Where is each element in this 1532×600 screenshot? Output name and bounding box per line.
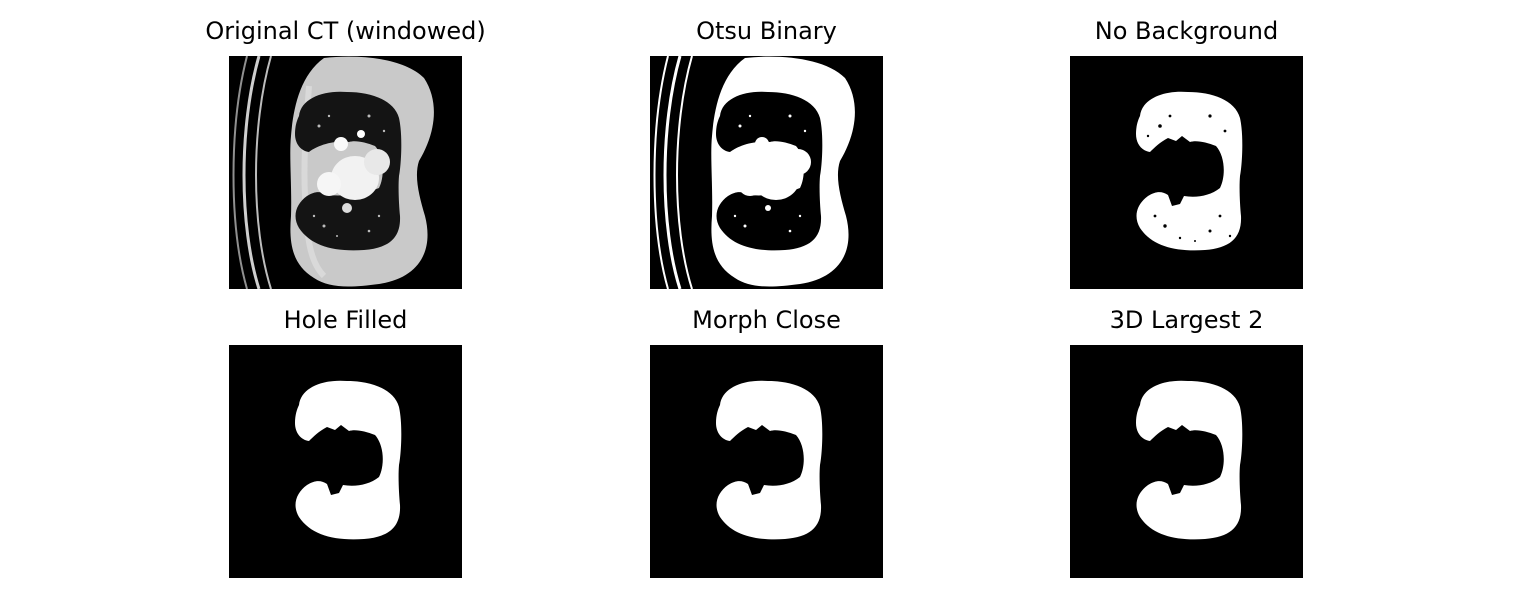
- panel-title: Hole Filled: [283, 306, 408, 334]
- panel-title: No Background: [1094, 17, 1279, 45]
- panel-title: Original CT (windowed): [205, 17, 486, 45]
- nobg-image: [1070, 56, 1303, 289]
- morph-image: [650, 345, 883, 578]
- largest-image: [1070, 345, 1303, 578]
- holefill-image: [229, 345, 462, 578]
- panel-title: Otsu Binary: [696, 17, 837, 45]
- panel-title: 3D Largest 2: [1109, 306, 1264, 334]
- otsu-image: [650, 56, 883, 289]
- panel-title: Morph Close: [692, 306, 841, 334]
- ct-image: [229, 56, 462, 289]
